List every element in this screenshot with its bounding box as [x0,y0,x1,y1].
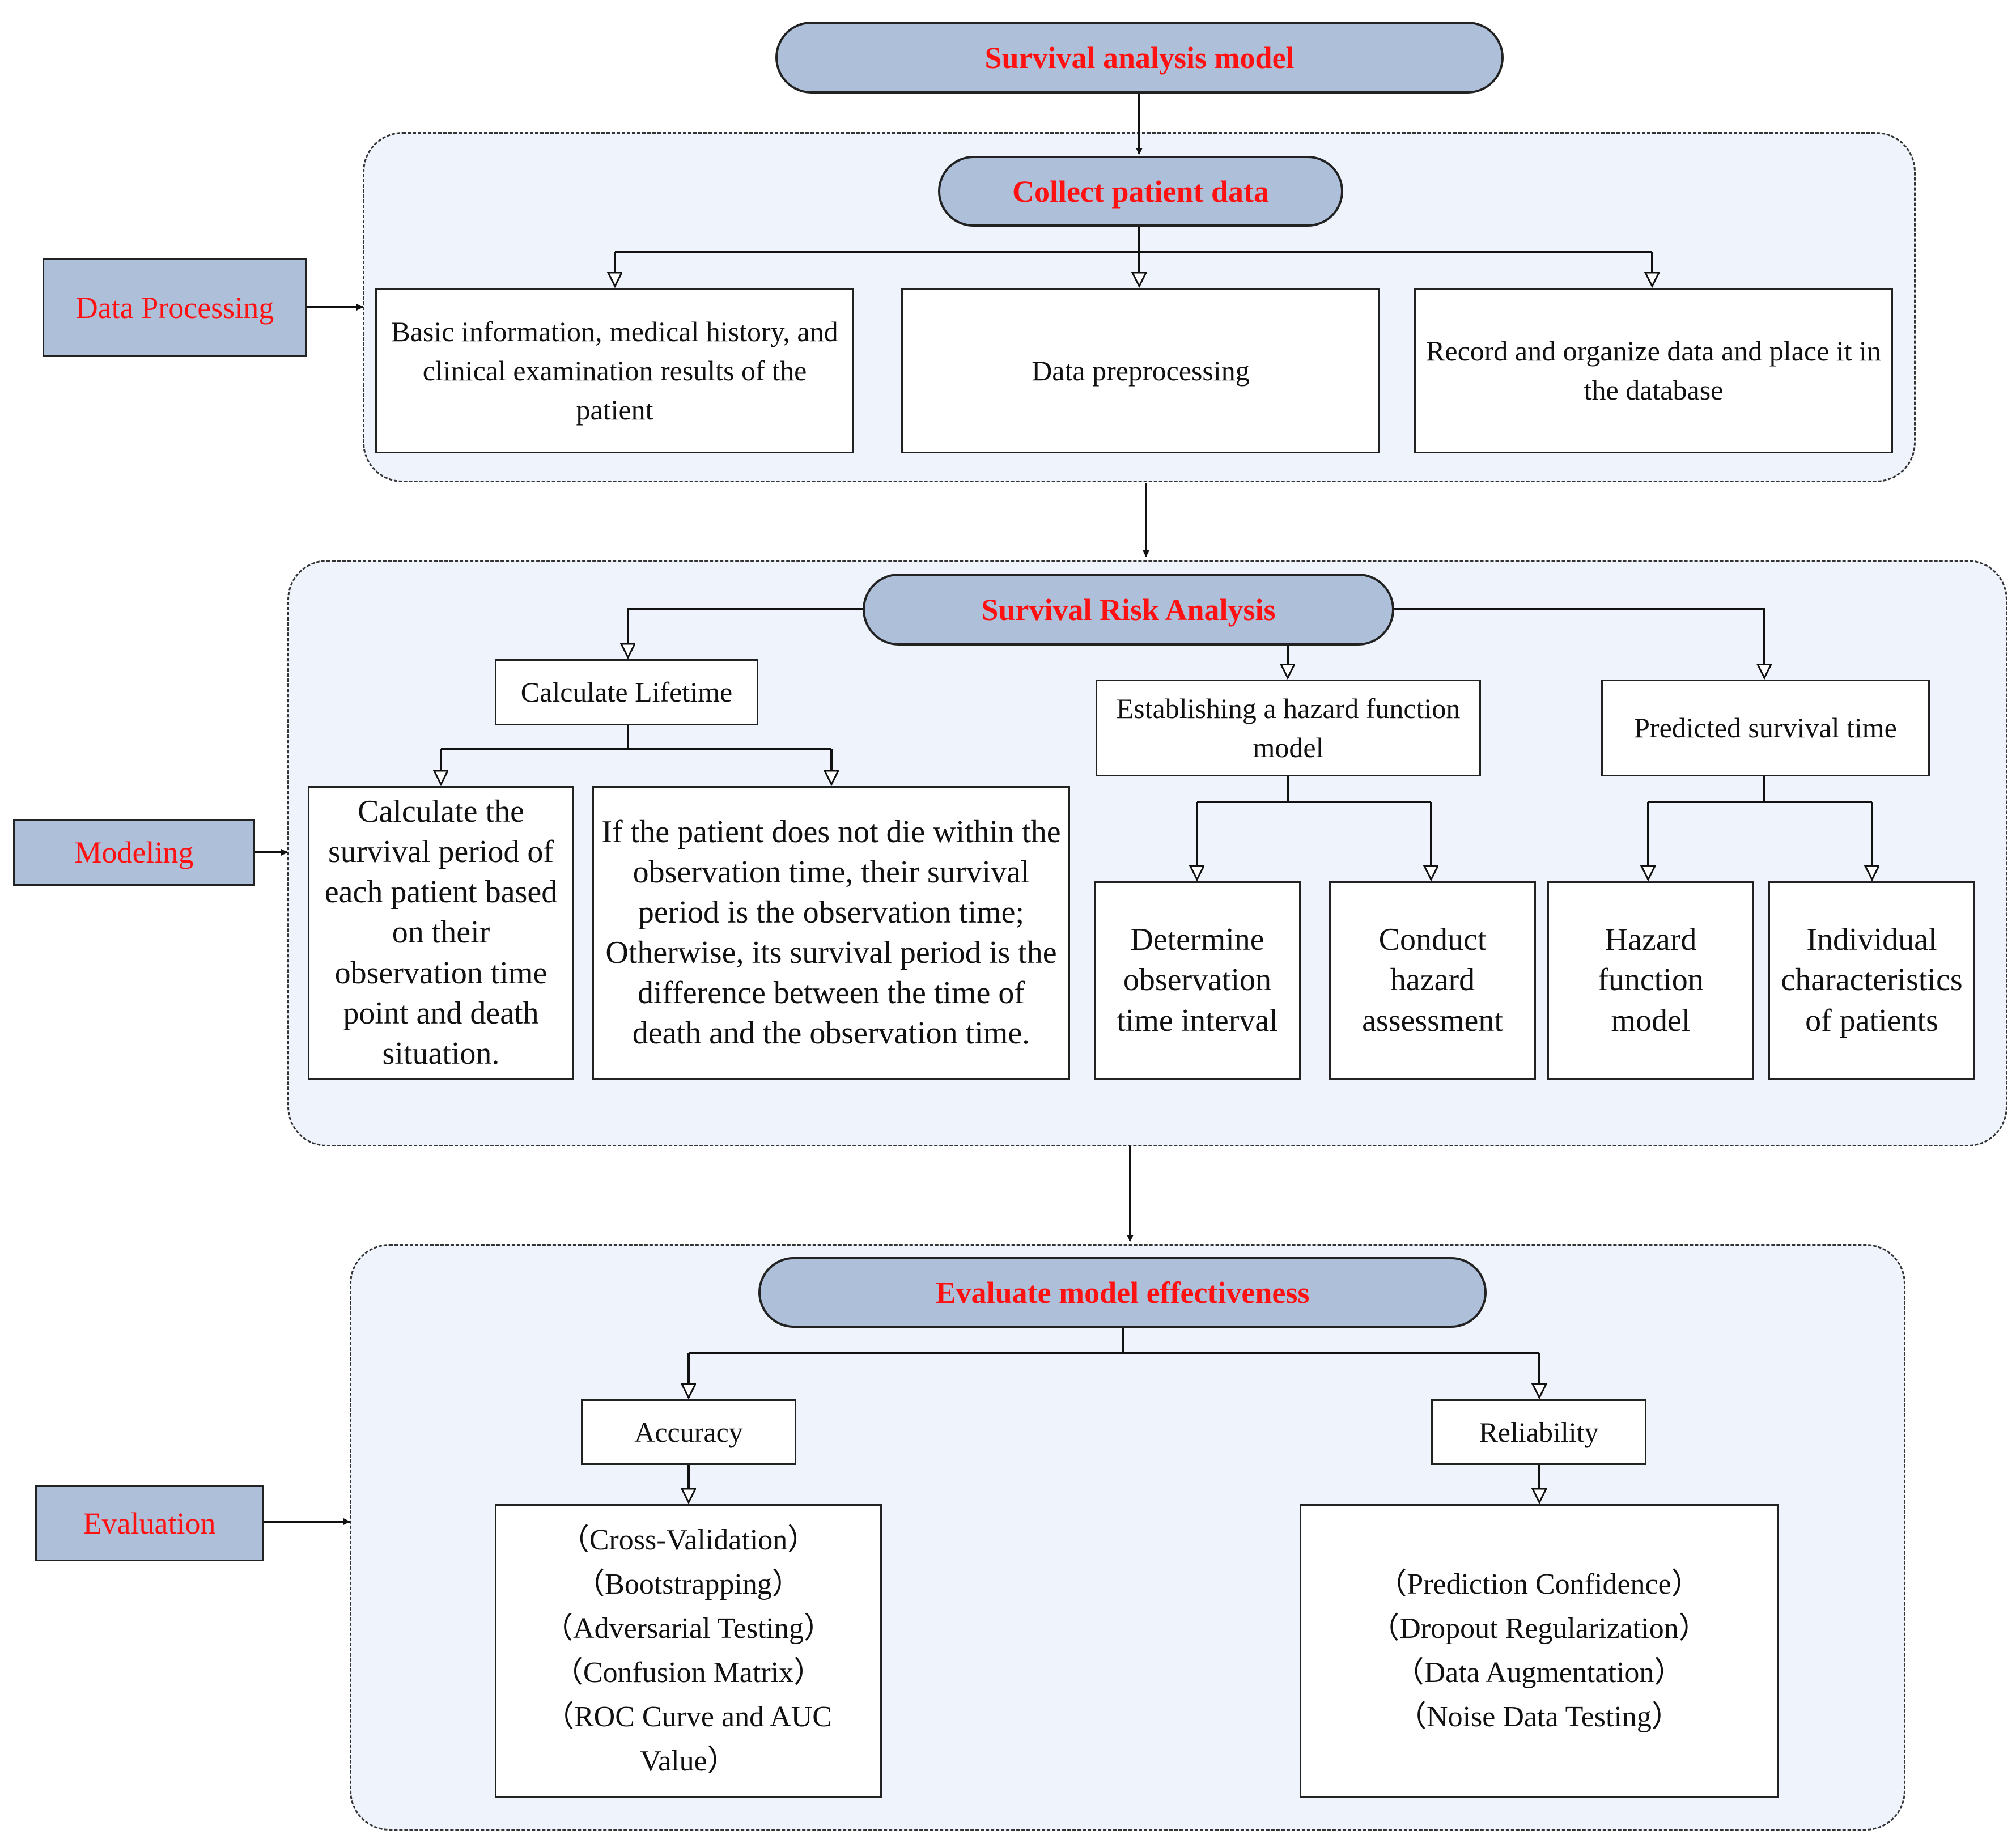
accuracy-box: Accuracy [581,1399,796,1465]
predicted-survival-time-box: Predicted survival time [1601,680,1930,776]
accuracy-methods-box: （Cross-Validation） （Bootstrapping） （Adve… [495,1504,882,1798]
collect-patient-data-node: Collect patient data [938,156,1343,227]
lifetime-branch [441,725,831,750]
tag-modeling: Modeling [13,819,255,886]
survival-analysis-model-title: Survival analysis model [775,22,1504,94]
hazard-function-leaf-box: Hazard function model [1547,881,1754,1080]
basic-info-box: Basic information, medical history, and … [375,288,854,453]
arrow-to-calculate-lifetime [628,608,864,657]
collect-branch [615,227,1652,253]
tag-data-processing: Data Processing [43,258,307,357]
reliability-methods-box: （Prediction Confidence） （Dropout Regular… [1300,1504,1779,1798]
reliability-box: Reliability [1431,1399,1646,1465]
hazard-function-model-box: Establishing a hazard function model [1096,680,1481,776]
hazard-branch [1197,776,1431,803]
survival-risk-analysis-node: Survival Risk Analysis [863,574,1394,646]
arrow-to-predicted-time [1393,608,1764,678]
observation-interval-box: Determine observation time interval [1094,881,1301,1080]
observation-time-box: If the patient does not die within the o… [592,786,1070,1080]
hazard-assessment-box: Conduct hazard assessment [1329,881,1536,1080]
evaluate-model-node: Evaluate model effectiveness [758,1257,1487,1328]
calculate-lifetime-box: Calculate Lifetime [495,659,758,725]
patient-characteristics-box: Individual characteristics of patients [1768,881,1975,1080]
evaluate-branch [689,1328,1539,1354]
record-organize-box: Record and organize data and place it in… [1414,288,1893,453]
data-preprocessing-box: Data preprocessing [901,288,1380,453]
survival-period-box: Calculate the survival period of each pa… [308,786,574,1080]
predicted-branch [1648,776,1872,803]
tag-evaluation: Evaluation [35,1485,264,1561]
